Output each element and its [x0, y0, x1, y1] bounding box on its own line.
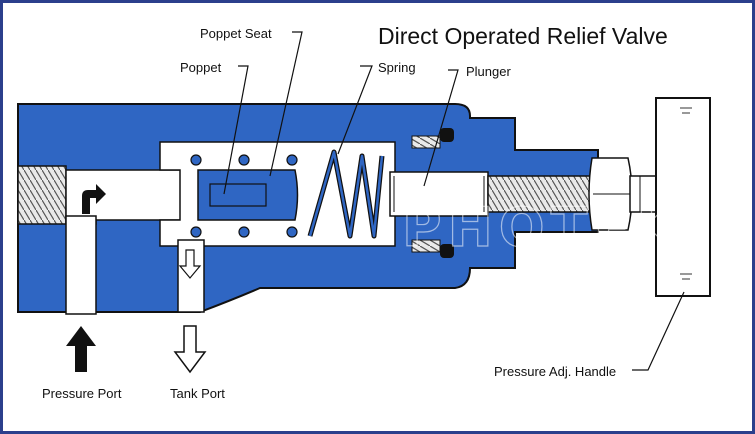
label-tank-port: Tank Port: [170, 386, 225, 401]
seal-rings: [440, 128, 454, 258]
diagram-title: Direct Operated Relief Valve: [378, 23, 668, 49]
label-pressure-adj-handle: Pressure Adj. Handle: [494, 364, 616, 379]
spring-coil-sections: [190, 154, 298, 238]
leader-spring: [337, 65, 373, 155]
tank-port-arrow-icon: [173, 325, 207, 374]
plunger: [389, 171, 489, 217]
bonnet-thread-bottom: [411, 239, 441, 253]
inlet-thread: [17, 165, 67, 225]
tank-flow-arrow-icon: [178, 249, 202, 279]
pressure-port-arrow-icon: [66, 326, 96, 372]
leader-poppet-seat: [269, 31, 303, 177]
label-spring: Spring: [378, 60, 416, 75]
bonnet-thread-top: [411, 135, 441, 149]
leader-handle: [632, 291, 685, 371]
poppet-stem: [209, 183, 267, 207]
leader-plunger: [423, 69, 459, 187]
label-pressure-port: Pressure Port: [42, 386, 122, 401]
label-poppet-seat: Poppet Seat: [200, 26, 272, 41]
label-poppet: Poppet: [180, 60, 222, 75]
pressure-adj-handle: [655, 97, 711, 297]
watermark: PHOTEK: [402, 196, 684, 259]
pressure-passage: [65, 215, 97, 315]
adjusting-screw: [487, 175, 593, 213]
leader-poppet: [223, 65, 249, 195]
flow-arrow-icon: [82, 184, 106, 214]
label-plunger: Plunger: [466, 64, 511, 79]
